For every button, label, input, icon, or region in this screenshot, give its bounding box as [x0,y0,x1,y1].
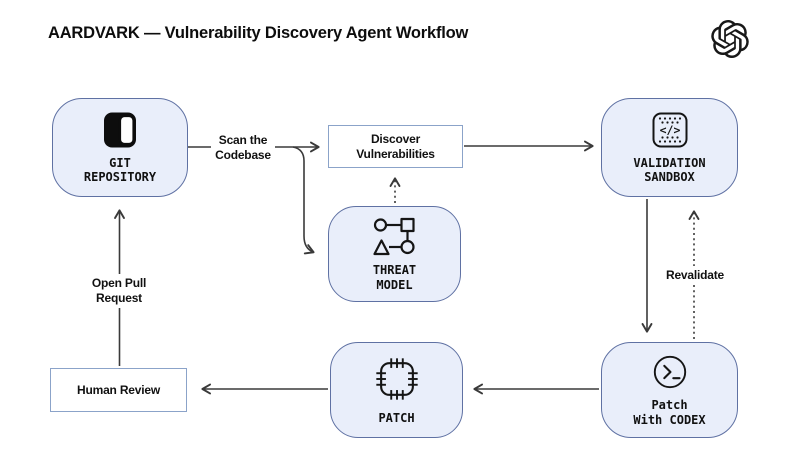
node-threat-model: THREAT MODEL [328,206,461,302]
node-human-review: Human Review [50,368,187,412]
node-label: Patch With CODEX [633,398,706,427]
edge-label-scan-the-codebase: Scan the Codebase [211,131,275,165]
edge-label-revalidate: Revalidate [659,266,731,285]
repository-icon [104,112,136,148]
code-glyph: </> [659,123,680,137]
openai-logo-icon [711,20,749,58]
node-label: THREAT MODEL [372,263,417,292]
edge-branch-to-threat-model [292,146,315,255]
node-label: VALIDATION SANDBOX [633,155,706,184]
page-title: AARDVARK — Vulnerability Discovery Agent… [48,24,469,42]
node-label: Human Review [77,382,160,397]
node-git-repository: GIT REPOSITORY [52,98,188,197]
edge-label-open-pull-request: Open Pull Request [84,274,154,308]
patch-icon [375,358,418,400]
node-patch-with-codex: Patch With CODEX [601,342,738,438]
node-patch: PATCH [330,342,463,438]
node-label: GIT REPOSITORY [83,155,157,184]
threat-model-icon [372,218,415,256]
terminal-icon [653,355,686,389]
node-label: PATCH [378,411,415,426]
node-validation-sandbox: </> VALIDATION SANDBOX [601,98,738,197]
node-discover-vulnerabilities: Discover Vulnerabilities [328,125,463,168]
code-sandbox-icon: </> [652,112,687,148]
node-label: Discover Vulnerabilities [356,131,435,161]
